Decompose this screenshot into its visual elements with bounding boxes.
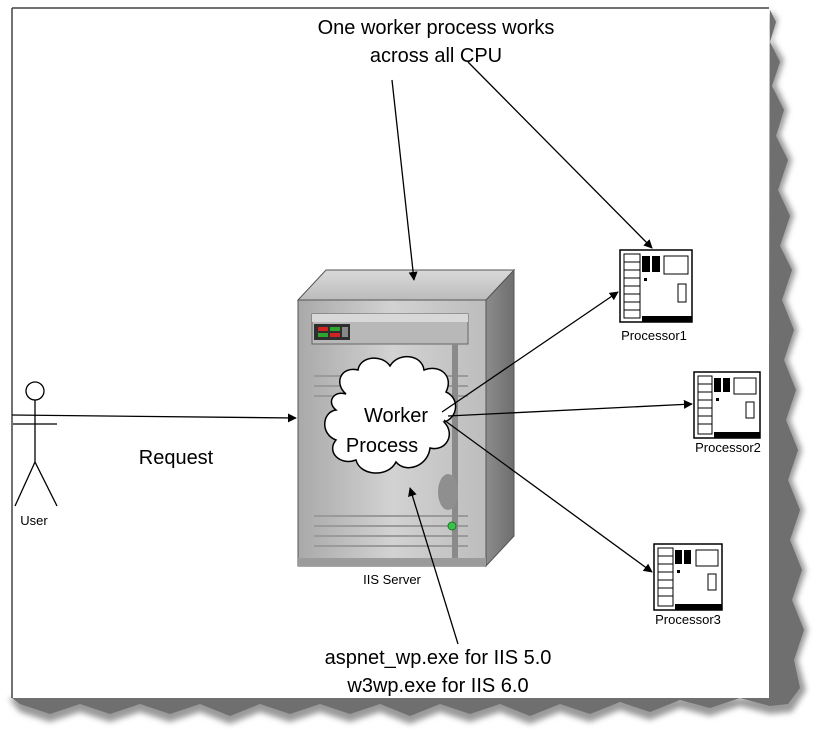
server-icon	[296, 268, 516, 568]
top-annotation-line1: One worker process works	[318, 17, 555, 39]
top-annotation: One worker process works across all CPU	[318, 17, 555, 67]
request-label: Request	[139, 447, 214, 469]
top-annotation-line2: across all CPU	[370, 45, 502, 67]
cloud-label-line2: Process	[346, 435, 418, 457]
processor3-icon	[653, 543, 723, 611]
bottom-annotation-line1: aspnet_wp.exe for IIS 5.0	[325, 647, 552, 669]
processor2-icon	[693, 371, 761, 439]
arrow-to-processor1	[441, 291, 619, 413]
annotation-arrow-to-processor1	[467, 61, 653, 249]
processor1-label: Processor1	[621, 328, 687, 343]
request-arrow	[11, 413, 297, 423]
processor3-label: Processor3	[655, 612, 721, 627]
bottom-annotation: aspnet_wp.exe for IIS 5.0 w3wp.exe for I…	[325, 647, 552, 697]
processor2-label: Processor2	[695, 440, 761, 455]
arrow-to-processor2	[447, 399, 693, 417]
annotation-arrow-to-server	[391, 79, 418, 281]
cloud-label-line1: Worker	[364, 405, 428, 427]
user-label: User	[20, 513, 48, 528]
processor1-icon	[619, 249, 693, 323]
annotation-arrow-to-worker	[408, 487, 459, 645]
user-icon	[13, 381, 58, 507]
server-label: IIS Server	[363, 572, 421, 587]
cloud-shape	[324, 356, 457, 474]
bottom-annotation-line2: w3wp.exe for IIS 6.0	[346, 675, 528, 697]
arrow-to-processor3	[443, 419, 653, 573]
